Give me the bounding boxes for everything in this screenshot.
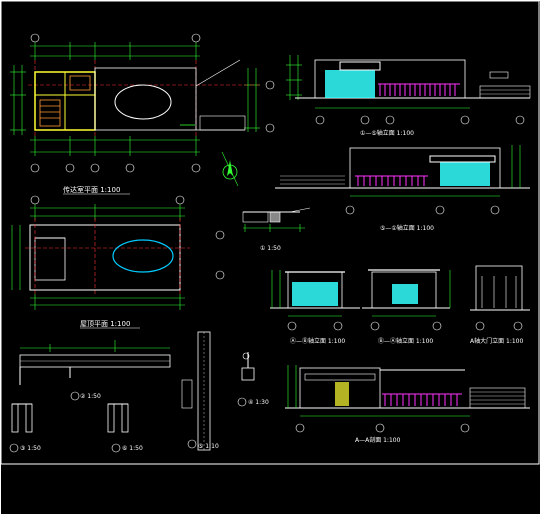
- detail-canopy: ② 1:50: [19, 340, 171, 401]
- elevation-main: ①—⑤轴立面 1:100: [286, 55, 531, 137]
- detail-2-scale: ② 1:50: [80, 393, 101, 400]
- detail-footing-left: ③ 1:50: [9, 403, 41, 453]
- roof-plan-title: 屋顶平面 1:100: [80, 320, 130, 328]
- detail-footing-right: ⑥ 1:50: [107, 403, 143, 453]
- roof-plan: 屋顶平面 1:100: [11, 195, 225, 329]
- north-arrow-icon: [221, 151, 239, 187]
- detail-6-scale: ⑥ 1:50: [122, 445, 143, 452]
- detail-1-scale: ① 1:50: [260, 245, 281, 252]
- section-a-a-title: A—A剖面 1:100: [355, 436, 401, 444]
- detail-3-scale: ③ 1:50: [20, 445, 41, 452]
- elevation-a-node-title: A轴大门立面 1:100: [470, 337, 523, 345]
- elevation-side-right-title: Ⓑ—Ⓐ轴立面 1:100: [378, 337, 433, 345]
- detail-4-scale: ④ 1:30: [248, 399, 269, 406]
- first-floor-plan-title: 传达室平面 1:100: [63, 185, 120, 194]
- section-a-a: A—A剖面 1:100: [285, 365, 530, 444]
- detail-5-scale: ⑤ 1:10: [198, 443, 219, 450]
- detail-1: ① 1:50: [242, 207, 311, 252]
- elevation-side-right: Ⓑ—Ⓐ轴立面 1:100: [362, 269, 451, 345]
- detail-wall: ⑤ 1:10: [181, 331, 219, 451]
- elevation-side-left-title: Ⓐ—Ⓑ轴立面 1:100: [290, 337, 345, 345]
- elevation-main-title: ①—⑤轴立面 1:100: [360, 129, 414, 137]
- elevation-a-node: A轴大门立面 1:100: [470, 265, 530, 345]
- elevation-rear: ⑤—①轴立面 1:100: [275, 145, 530, 232]
- elevation-rear-title: ⑤—①轴立面 1:100: [380, 224, 434, 232]
- first-floor-plan: 传达室平面 1:100: [10, 33, 275, 195]
- detail-small-post: ④ 1:30: [237, 352, 269, 407]
- elevation-side-left: Ⓐ—Ⓑ轴立面 1:100: [270, 270, 360, 345]
